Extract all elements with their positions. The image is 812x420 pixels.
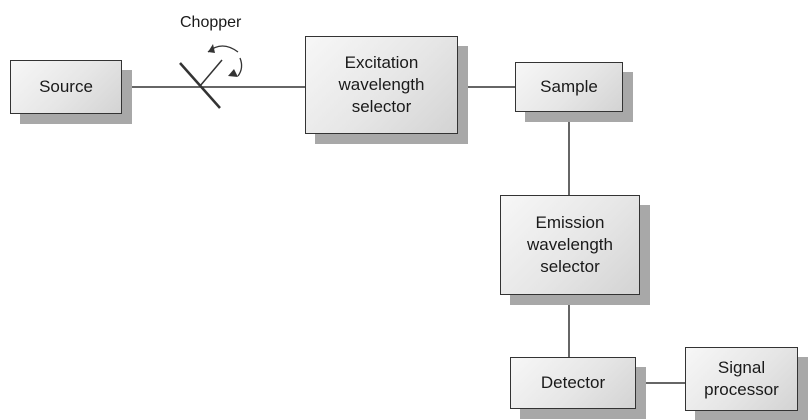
sample-label: Sample	[540, 77, 598, 96]
excitation-selector-label: Excitation wavelength selector	[338, 53, 425, 116]
source-label: Source	[39, 77, 93, 96]
signal-processor-block: Signal processor	[685, 347, 798, 411]
signal-processor-label: Signal processor	[704, 358, 779, 399]
chopper-arrowhead-top	[208, 44, 215, 53]
chopper-label: Chopper	[180, 14, 242, 31]
detector-label: Detector	[540, 373, 606, 392]
chopper-rotation-arrow-bottom	[237, 57, 243, 77]
excitation-selector-block: Excitation wavelength selector	[305, 36, 458, 134]
emission-selector-block: Emission wavelength selector	[500, 195, 640, 295]
source-block: Source	[10, 60, 122, 114]
sample-block: Sample	[515, 62, 623, 112]
chopper-arrowhead-bottom	[228, 69, 238, 77]
emission-selector-label: Emission wavelength selector	[526, 213, 613, 276]
chopper-shaft	[199, 59, 223, 87]
detector-block: Detector	[510, 357, 636, 409]
